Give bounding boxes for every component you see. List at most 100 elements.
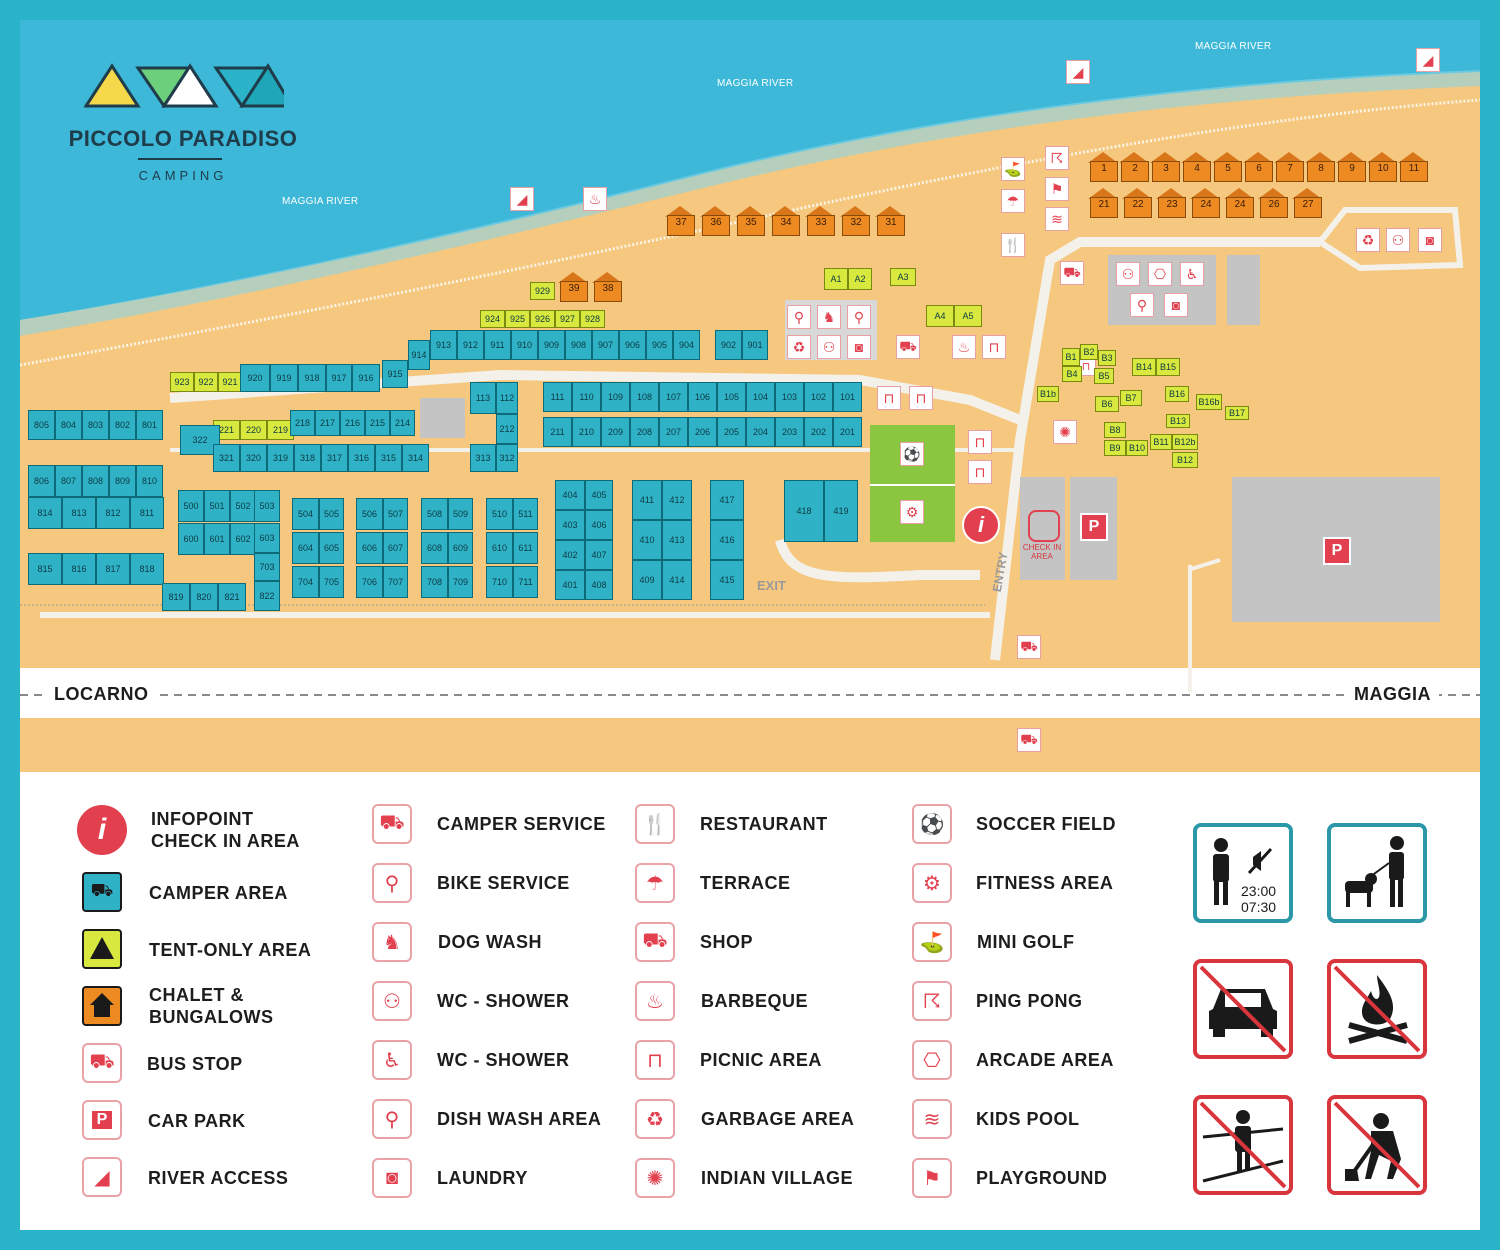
tent-pitch-A3[interactable]: A3 bbox=[890, 268, 916, 286]
camper-pitch-210[interactable]: 210 bbox=[572, 417, 601, 447]
camper-pitch-501[interactable]: 501 bbox=[204, 490, 230, 522]
camper-pitch-911[interactable]: 911 bbox=[484, 330, 511, 360]
chalet-24[interactable]: 24 bbox=[1190, 188, 1220, 218]
camper-pitch-201[interactable]: 201 bbox=[833, 417, 862, 447]
camper-pitch-322[interactable]: 322 bbox=[180, 425, 220, 455]
camper-pitch-401[interactable]: 401 bbox=[555, 570, 585, 600]
camper-pitch-505[interactable]: 505 bbox=[319, 498, 344, 530]
camper-pitch-605[interactable]: 605 bbox=[319, 532, 344, 564]
camper-pitch-807[interactable]: 807 bbox=[55, 465, 82, 497]
tent-pitch-929[interactable]: 929 bbox=[530, 282, 555, 300]
camper-pitch-815[interactable]: 815 bbox=[28, 553, 62, 585]
camper-pitch-609[interactable]: 609 bbox=[448, 532, 473, 564]
camper-pitch-916[interactable]: 916 bbox=[352, 364, 380, 392]
tent-pitch-B12[interactable]: B12 bbox=[1172, 452, 1198, 468]
camper-pitch-315[interactable]: 315 bbox=[375, 444, 402, 472]
tent-pitch-B11[interactable]: B11 bbox=[1150, 434, 1172, 450]
tent-pitch-B16b[interactable]: B16b bbox=[1196, 394, 1222, 410]
chalet-2[interactable]: 2 bbox=[1119, 152, 1149, 182]
camper-pitch-803[interactable]: 803 bbox=[82, 410, 109, 440]
camper-pitch-821[interactable]: 821 bbox=[218, 583, 246, 611]
camper-pitch-402[interactable]: 402 bbox=[555, 540, 585, 570]
chalet-11[interactable]: 11 bbox=[1398, 152, 1428, 182]
camper-pitch-413[interactable]: 413 bbox=[662, 520, 692, 560]
tent-pitch-B1b[interactable]: B1b bbox=[1037, 386, 1059, 402]
camper-pitch-207[interactable]: 207 bbox=[659, 417, 688, 447]
camper-pitch-108[interactable]: 108 bbox=[630, 382, 659, 412]
chalet-27[interactable]: 27 bbox=[1292, 188, 1322, 218]
tent-pitch-B1[interactable]: B1 bbox=[1062, 348, 1080, 366]
camper-pitch-804[interactable]: 804 bbox=[55, 410, 82, 440]
chalet-6[interactable]: 6 bbox=[1243, 152, 1273, 182]
tent-pitch-B3[interactable]: B3 bbox=[1098, 350, 1116, 366]
chalet-5[interactable]: 5 bbox=[1212, 152, 1242, 182]
camper-pitch-511[interactable]: 511 bbox=[513, 498, 538, 530]
camper-pitch-818[interactable]: 818 bbox=[130, 553, 164, 585]
camper-pitch-919[interactable]: 919 bbox=[270, 364, 298, 392]
camper-pitch-205[interactable]: 205 bbox=[717, 417, 746, 447]
camper-pitch-319[interactable]: 319 bbox=[267, 444, 294, 472]
camper-pitch-208[interactable]: 208 bbox=[630, 417, 659, 447]
tent-pitch-925[interactable]: 925 bbox=[505, 310, 530, 328]
camper-pitch-204[interactable]: 204 bbox=[746, 417, 775, 447]
camper-pitch-211[interactable]: 211 bbox=[543, 417, 572, 447]
camper-pitch-321[interactable]: 321 bbox=[213, 444, 240, 472]
camper-pitch-507[interactable]: 507 bbox=[383, 498, 408, 530]
camper-pitch-914[interactable]: 914 bbox=[408, 340, 430, 370]
tent-pitch-A4[interactable]: A4 bbox=[926, 305, 954, 327]
camper-pitch-206[interactable]: 206 bbox=[688, 417, 717, 447]
chalet-31[interactable]: 31 bbox=[875, 206, 905, 236]
camper-pitch-503[interactable]: 503 bbox=[254, 490, 280, 522]
chalet-8[interactable]: 8 bbox=[1305, 152, 1335, 182]
camper-pitch-813[interactable]: 813 bbox=[62, 497, 96, 529]
camper-pitch-909[interactable]: 909 bbox=[538, 330, 565, 360]
chalet-7[interactable]: 7 bbox=[1274, 152, 1304, 182]
camper-pitch-216[interactable]: 216 bbox=[340, 410, 365, 436]
camper-pitch-606[interactable]: 606 bbox=[356, 532, 383, 564]
tent-pitch-922[interactable]: 922 bbox=[194, 372, 218, 392]
camper-pitch-509[interactable]: 509 bbox=[448, 498, 473, 530]
chalet-39[interactable]: 39 bbox=[558, 272, 588, 302]
camper-pitch-113[interactable]: 113 bbox=[470, 382, 496, 414]
camper-pitch-417[interactable]: 417 bbox=[710, 480, 744, 520]
chalet-4[interactable]: 4 bbox=[1181, 152, 1211, 182]
camper-pitch-405[interactable]: 405 bbox=[585, 480, 613, 510]
camper-pitch-217[interactable]: 217 bbox=[315, 410, 340, 436]
camper-pitch-917[interactable]: 917 bbox=[326, 364, 352, 392]
tent-pitch-219[interactable]: 219 bbox=[267, 420, 294, 440]
camper-pitch-419[interactable]: 419 bbox=[824, 480, 858, 542]
camper-pitch-404[interactable]: 404 bbox=[555, 480, 585, 510]
camper-pitch-604[interactable]: 604 bbox=[292, 532, 319, 564]
camper-pitch-403[interactable]: 403 bbox=[555, 510, 585, 540]
camper-pitch-313[interactable]: 313 bbox=[470, 444, 496, 472]
camper-pitch-112[interactable]: 112 bbox=[496, 382, 518, 414]
camper-pitch-209[interactable]: 209 bbox=[601, 417, 630, 447]
tent-pitch-926[interactable]: 926 bbox=[530, 310, 555, 328]
tent-pitch-B15[interactable]: B15 bbox=[1156, 358, 1180, 376]
camper-pitch-111[interactable]: 111 bbox=[543, 382, 572, 412]
camper-pitch-314[interactable]: 314 bbox=[402, 444, 429, 472]
chalet-38[interactable]: 38 bbox=[592, 272, 622, 302]
camper-pitch-202[interactable]: 202 bbox=[804, 417, 833, 447]
camper-pitch-318[interactable]: 318 bbox=[294, 444, 321, 472]
camper-pitch-406[interactable]: 406 bbox=[585, 510, 613, 540]
camper-pitch-816[interactable]: 816 bbox=[62, 553, 96, 585]
camper-pitch-915[interactable]: 915 bbox=[382, 360, 408, 388]
tent-pitch-927[interactable]: 927 bbox=[555, 310, 580, 328]
tent-pitch-928[interactable]: 928 bbox=[580, 310, 605, 328]
camper-pitch-913[interactable]: 913 bbox=[430, 330, 457, 360]
chalet-24[interactable]: 24 bbox=[1224, 188, 1254, 218]
camper-pitch-109[interactable]: 109 bbox=[601, 382, 630, 412]
camper-pitch-316[interactable]: 316 bbox=[348, 444, 375, 472]
camper-pitch-101[interactable]: 101 bbox=[833, 382, 862, 412]
camper-pitch-407[interactable]: 407 bbox=[585, 540, 613, 570]
tent-pitch-B14[interactable]: B14 bbox=[1132, 358, 1156, 376]
chalet-34[interactable]: 34 bbox=[770, 206, 800, 236]
camper-pitch-607[interactable]: 607 bbox=[383, 532, 408, 564]
camper-pitch-418[interactable]: 418 bbox=[784, 480, 824, 542]
infopoint-marker[interactable]: i bbox=[962, 506, 1000, 544]
camper-pitch-819[interactable]: 819 bbox=[162, 583, 190, 611]
tent-pitch-B5[interactable]: B5 bbox=[1094, 368, 1114, 384]
tent-pitch-B12b[interactable]: B12b bbox=[1172, 434, 1198, 450]
camper-pitch-212[interactable]: 212 bbox=[496, 414, 518, 444]
